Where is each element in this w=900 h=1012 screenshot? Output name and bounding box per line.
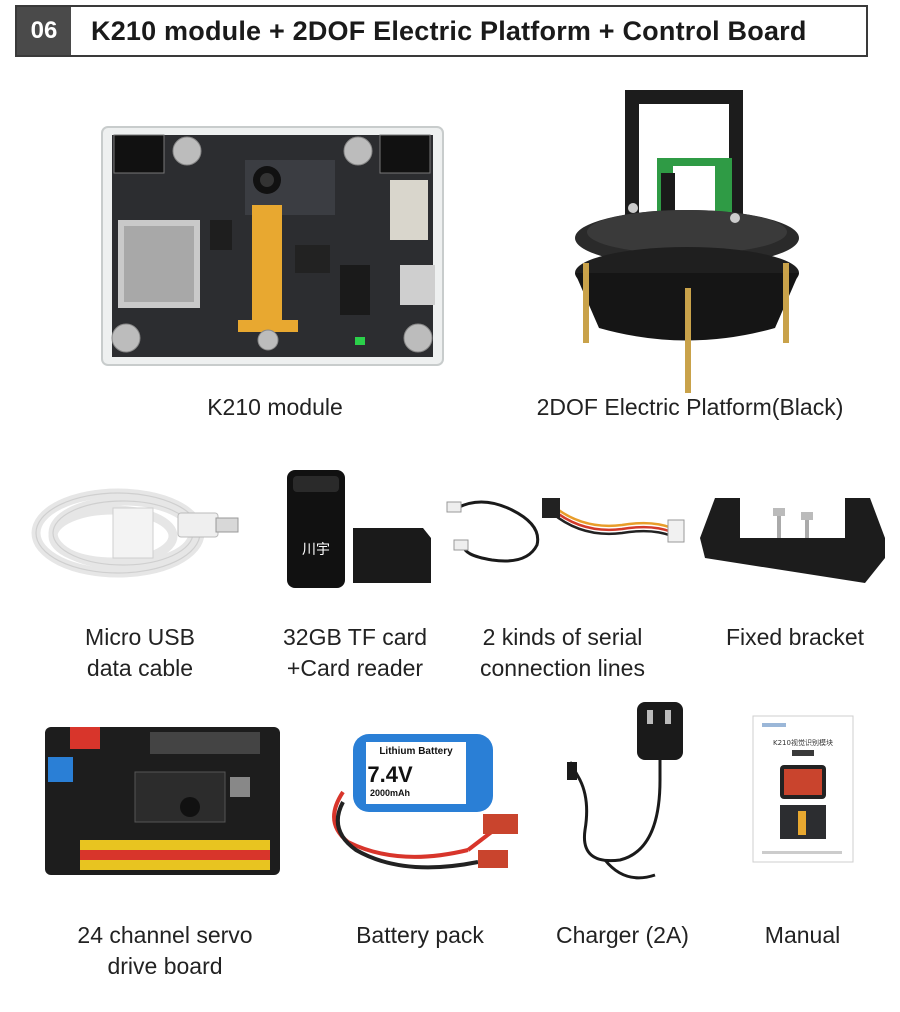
item-caption: Battery pack [325, 920, 515, 951]
caption-line: connection lines [480, 655, 645, 681]
caption-line: +Card reader [286, 655, 424, 681]
manual-title: K210视觉识别模块 [773, 738, 833, 747]
servo-board-image [40, 722, 285, 880]
card-reader-logo: 川宇 [302, 542, 330, 558]
charger-image [565, 700, 700, 890]
caption-line: Manual [764, 922, 841, 948]
item-caption: 2DOF Electric Platform(Black) [510, 392, 870, 423]
caption-line: Battery pack [356, 922, 484, 948]
usb-cable-image [28, 478, 243, 588]
battery-capacity-label: 2000mAh [370, 788, 410, 798]
battery-pack-image: Lithium Battery 7.4V 2000mAh [318, 732, 528, 882]
caption-line: drive board [107, 953, 223, 979]
caption-line: 32GB TF card [282, 624, 428, 650]
caption-line: 2 kinds of serial [482, 624, 643, 650]
item-caption: 32GB TF card +Card reader [255, 622, 455, 684]
item-caption: Charger (2A) [540, 920, 705, 951]
bracket-image [695, 488, 890, 588]
battery-voltage-label: 7.4V [367, 762, 413, 787]
caption-line: data cable [86, 655, 194, 681]
item-caption: Micro USB data cable [30, 622, 250, 684]
caption-line: Micro USB [85, 624, 195, 650]
2dof-platform-image [565, 88, 805, 393]
caption-line: K210 module [207, 394, 343, 420]
caption-line: Fixed bracket [725, 624, 865, 650]
section-title: K210 module + 2DOF Electric Platform + C… [91, 15, 807, 46]
tf-card-reader-image: 川宇 [285, 468, 435, 590]
caption-line: 24 channel servo [77, 922, 253, 948]
serial-cables-image [442, 490, 687, 570]
caption-line: Charger (2A) [556, 922, 689, 948]
item-caption: 24 channel servo drive board [45, 920, 285, 982]
k210-module-image [100, 125, 445, 367]
item-caption: K210 module [120, 392, 430, 423]
manual-image: K210视觉识别模块 [752, 715, 854, 863]
item-caption: Manual [730, 920, 875, 951]
section-number-badge: 06 [17, 7, 71, 55]
caption-line: 2DOF Electric Platform(Black) [536, 394, 844, 420]
battery-brand-label: Lithium Battery [379, 746, 453, 757]
section-header: 06 K210 module + 2DOF Electric Platform … [15, 5, 868, 57]
item-caption: 2 kinds of serial connection lines [455, 622, 670, 684]
item-caption: Fixed bracket [705, 622, 885, 653]
